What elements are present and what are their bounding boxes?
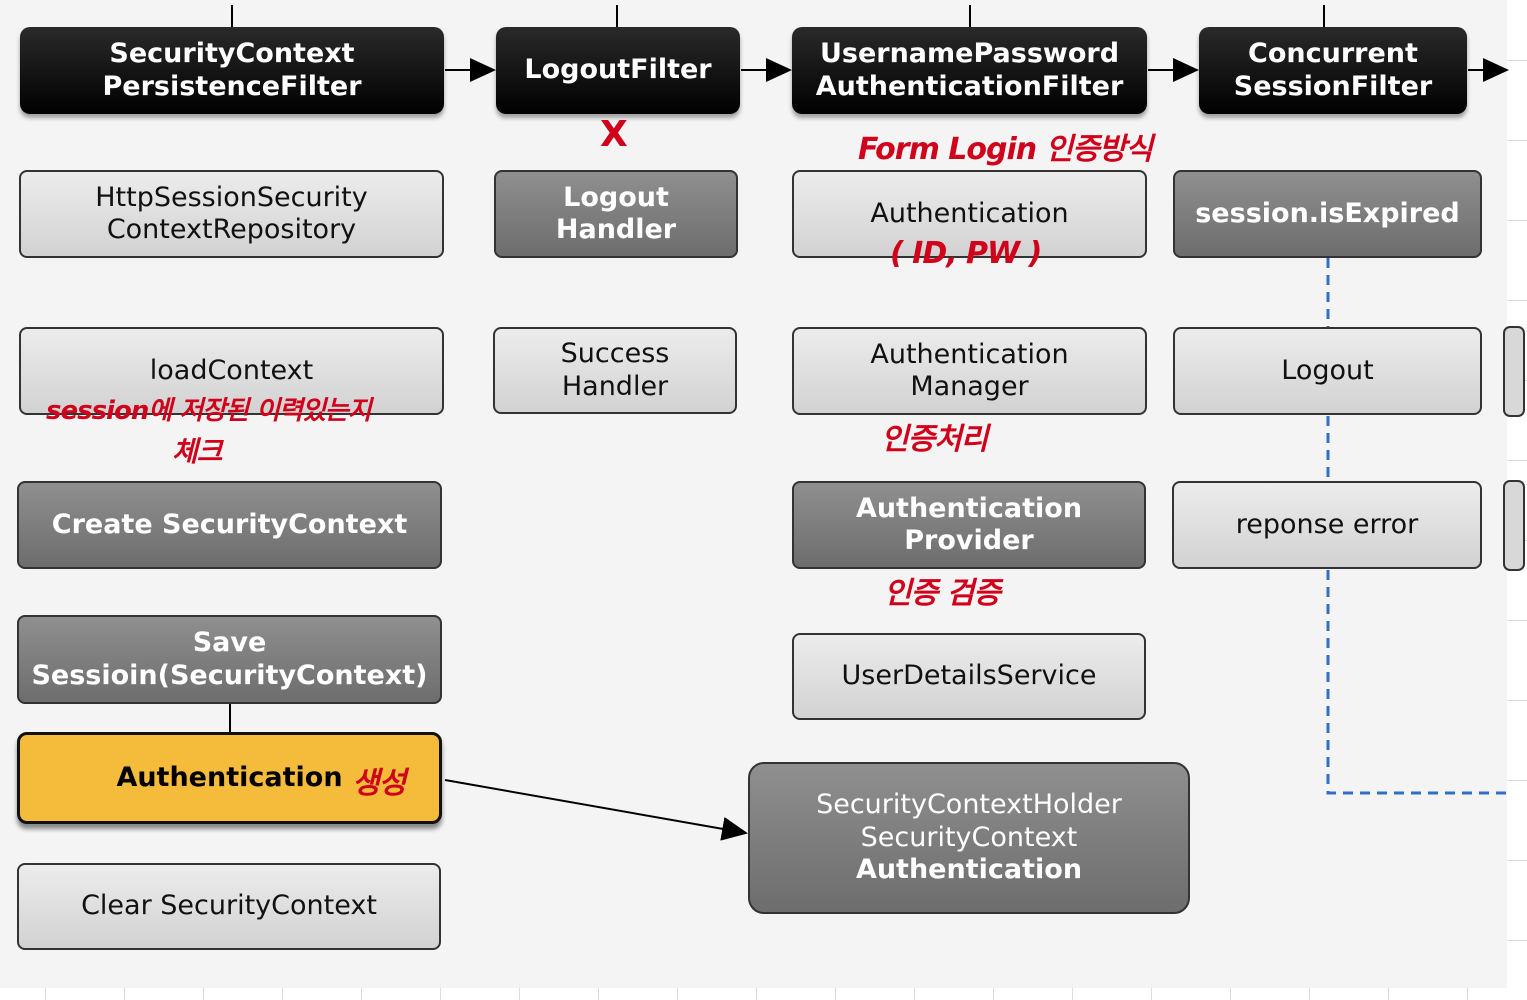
- grid-line: [677, 988, 678, 1000]
- grid-line: [519, 988, 520, 1000]
- annotation-session-check: session에 저장된 이력있는지: [46, 396, 372, 426]
- box-label: HttpSessionSecurity: [95, 181, 368, 213]
- box-label: Handler: [555, 214, 677, 245]
- http-session-security-context-repository-box: HttpSessionSecurity ContextRepository: [19, 170, 444, 258]
- annotation-auth-processing: 인증처리: [881, 422, 988, 457]
- authentication-provider-box: Authentication Provider: [792, 481, 1146, 569]
- user-details-service-box: UserDetailsService: [792, 633, 1146, 720]
- grid-line: [203, 988, 204, 1000]
- box-label: Logout: [1281, 354, 1374, 386]
- annotation-x-mark: X: [600, 114, 628, 155]
- box-label: Authentication: [870, 338, 1069, 370]
- offscreen-box: [1503, 326, 1525, 417]
- logout-filter: LogoutFilter: [496, 27, 740, 114]
- grid-line: [914, 988, 915, 1000]
- box-label: Handler: [561, 370, 669, 402]
- filter-label: SessionFilter: [1233, 70, 1433, 102]
- authentication-highlight-box: Authentication: [17, 732, 442, 824]
- box-label: Sessioin(SecurityContext): [31, 659, 428, 691]
- concurrent-session-filter: Concurrent SessionFilter: [1199, 27, 1467, 114]
- box-label: Create SecurityContext: [51, 508, 408, 540]
- box-label: SecurityContext: [860, 821, 1078, 853]
- filter-label: AuthenticationFilter: [815, 70, 1124, 102]
- box-label: Manager: [910, 371, 1029, 402]
- filter-label: LogoutFilter: [524, 54, 712, 86]
- success-handler-box: Success Handler: [493, 327, 737, 414]
- username-password-authentication-filter: UsernamePassword AuthenticationFilter: [792, 27, 1147, 114]
- dashed-link: [1326, 258, 1507, 795]
- annotation-form-login: Form Login 인증방식: [858, 132, 1153, 167]
- create-security-context-box: Create SecurityContext: [17, 481, 442, 569]
- box-label: Authentication: [116, 761, 343, 793]
- grid-line: [1151, 988, 1152, 1000]
- box-label: ContextRepository: [106, 214, 357, 245]
- grid-line: [440, 988, 441, 1000]
- auth-to-holder-arrow: [444, 779, 748, 841]
- box-label: Authentication: [855, 492, 1083, 524]
- box-label: UserDetailsService: [841, 660, 1097, 692]
- security-context-holder-box: SecurityContextHolder SecurityContext Au…: [748, 762, 1190, 914]
- box-label: SecurityContextHolder: [816, 789, 1122, 821]
- grid-line: [282, 988, 283, 1000]
- grid-line: [1388, 988, 1389, 1000]
- session-expired-box: session.isExpired: [1173, 170, 1482, 258]
- box-label: Authentication: [855, 854, 1083, 886]
- authentication-manager-box: Authentication Manager: [792, 327, 1147, 415]
- security-context-persistence-filter: SecurityContext PersistenceFilter: [20, 27, 444, 114]
- grid-line: [1507, 860, 1527, 861]
- box-label: Save: [192, 627, 267, 659]
- annotation-auth-create: 생성: [352, 766, 406, 801]
- annotation-id-pw: ( ID, PW ): [890, 236, 1042, 271]
- save-session-box: Save Sessioin(SecurityContext): [17, 615, 442, 704]
- grid-line: [1507, 220, 1527, 221]
- offscreen-box: [1503, 480, 1525, 571]
- filter-label: UsernamePassword: [819, 38, 1120, 70]
- grid-line: [1072, 988, 1073, 1000]
- box-label: Success: [560, 338, 670, 370]
- load-context-box: loadContext: [19, 327, 444, 415]
- grid-line: [756, 988, 757, 1000]
- box-label: reponse error: [1235, 508, 1419, 540]
- grid-line: [45, 988, 46, 1000]
- grid-line: [1507, 300, 1527, 301]
- filter-label: Concurrent: [1248, 38, 1418, 70]
- box-label: loadContext: [149, 354, 314, 386]
- grid-line: [1507, 940, 1527, 941]
- annotation-session-check-2: 체크: [172, 435, 223, 468]
- grid-line: [1230, 988, 1231, 1000]
- grid-line: [835, 988, 836, 1000]
- grid-line: [1309, 988, 1310, 1000]
- logout-box: Logout: [1173, 327, 1482, 415]
- response-error-box: reponse error: [1172, 481, 1482, 569]
- annotation-auth-verify: 인증 검증: [884, 576, 1001, 611]
- grid-line: [1507, 460, 1527, 461]
- grid-line: [1507, 140, 1527, 141]
- grid-line: [1507, 60, 1527, 61]
- box-label: Logout: [563, 181, 669, 213]
- grid-line: [1467, 988, 1468, 1000]
- logout-handler-box: Logout Handler: [494, 170, 738, 258]
- filter-label: PersistenceFilter: [102, 70, 362, 102]
- grid-line: [124, 988, 125, 1000]
- grid-line: [361, 988, 362, 1000]
- box-label: Clear SecurityContext: [81, 890, 377, 922]
- box-label: Authentication: [870, 197, 1069, 229]
- grid-line: [1507, 620, 1527, 621]
- grid-line: [1507, 700, 1527, 701]
- box-label: Provider: [904, 525, 1034, 556]
- clear-security-context-box: Clear SecurityContext: [17, 863, 441, 950]
- grid-line: [598, 988, 599, 1000]
- authentication-box: Authentication: [792, 170, 1147, 258]
- grid-line: [993, 988, 994, 1000]
- filter-label: SecurityContext: [109, 38, 355, 70]
- grid-line: [1507, 780, 1527, 781]
- box-label: session.isExpired: [1195, 197, 1460, 229]
